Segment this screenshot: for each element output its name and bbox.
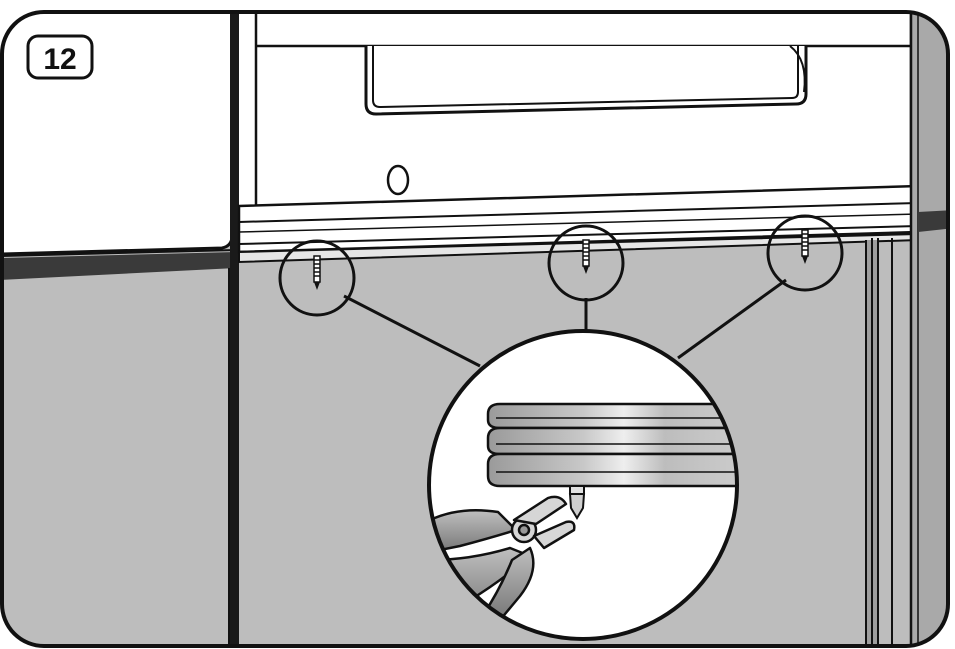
screw-callout-center: [547, 224, 625, 302]
indicator-hole: [386, 164, 410, 196]
screw-icon: [801, 229, 809, 264]
screw-icon: [568, 485, 586, 520]
screw-callout-right: [766, 214, 844, 292]
trim-strip-layers: [486, 402, 737, 488]
door-handle: [364, 46, 808, 116]
screw-icon: [313, 255, 321, 290]
screw-callout-left: [278, 239, 356, 317]
screw-icon: [582, 239, 590, 274]
step-badge: 12: [26, 34, 94, 80]
right-side-panel: [911, 12, 948, 646]
step-number: 12: [43, 43, 76, 76]
cabinet-seam: [230, 12, 239, 646]
illustration-frame: [0, 10, 950, 648]
callout-connectors: [343, 278, 787, 368]
left-cabinet-joint: [2, 252, 236, 280]
magnified-detail: [427, 329, 739, 641]
